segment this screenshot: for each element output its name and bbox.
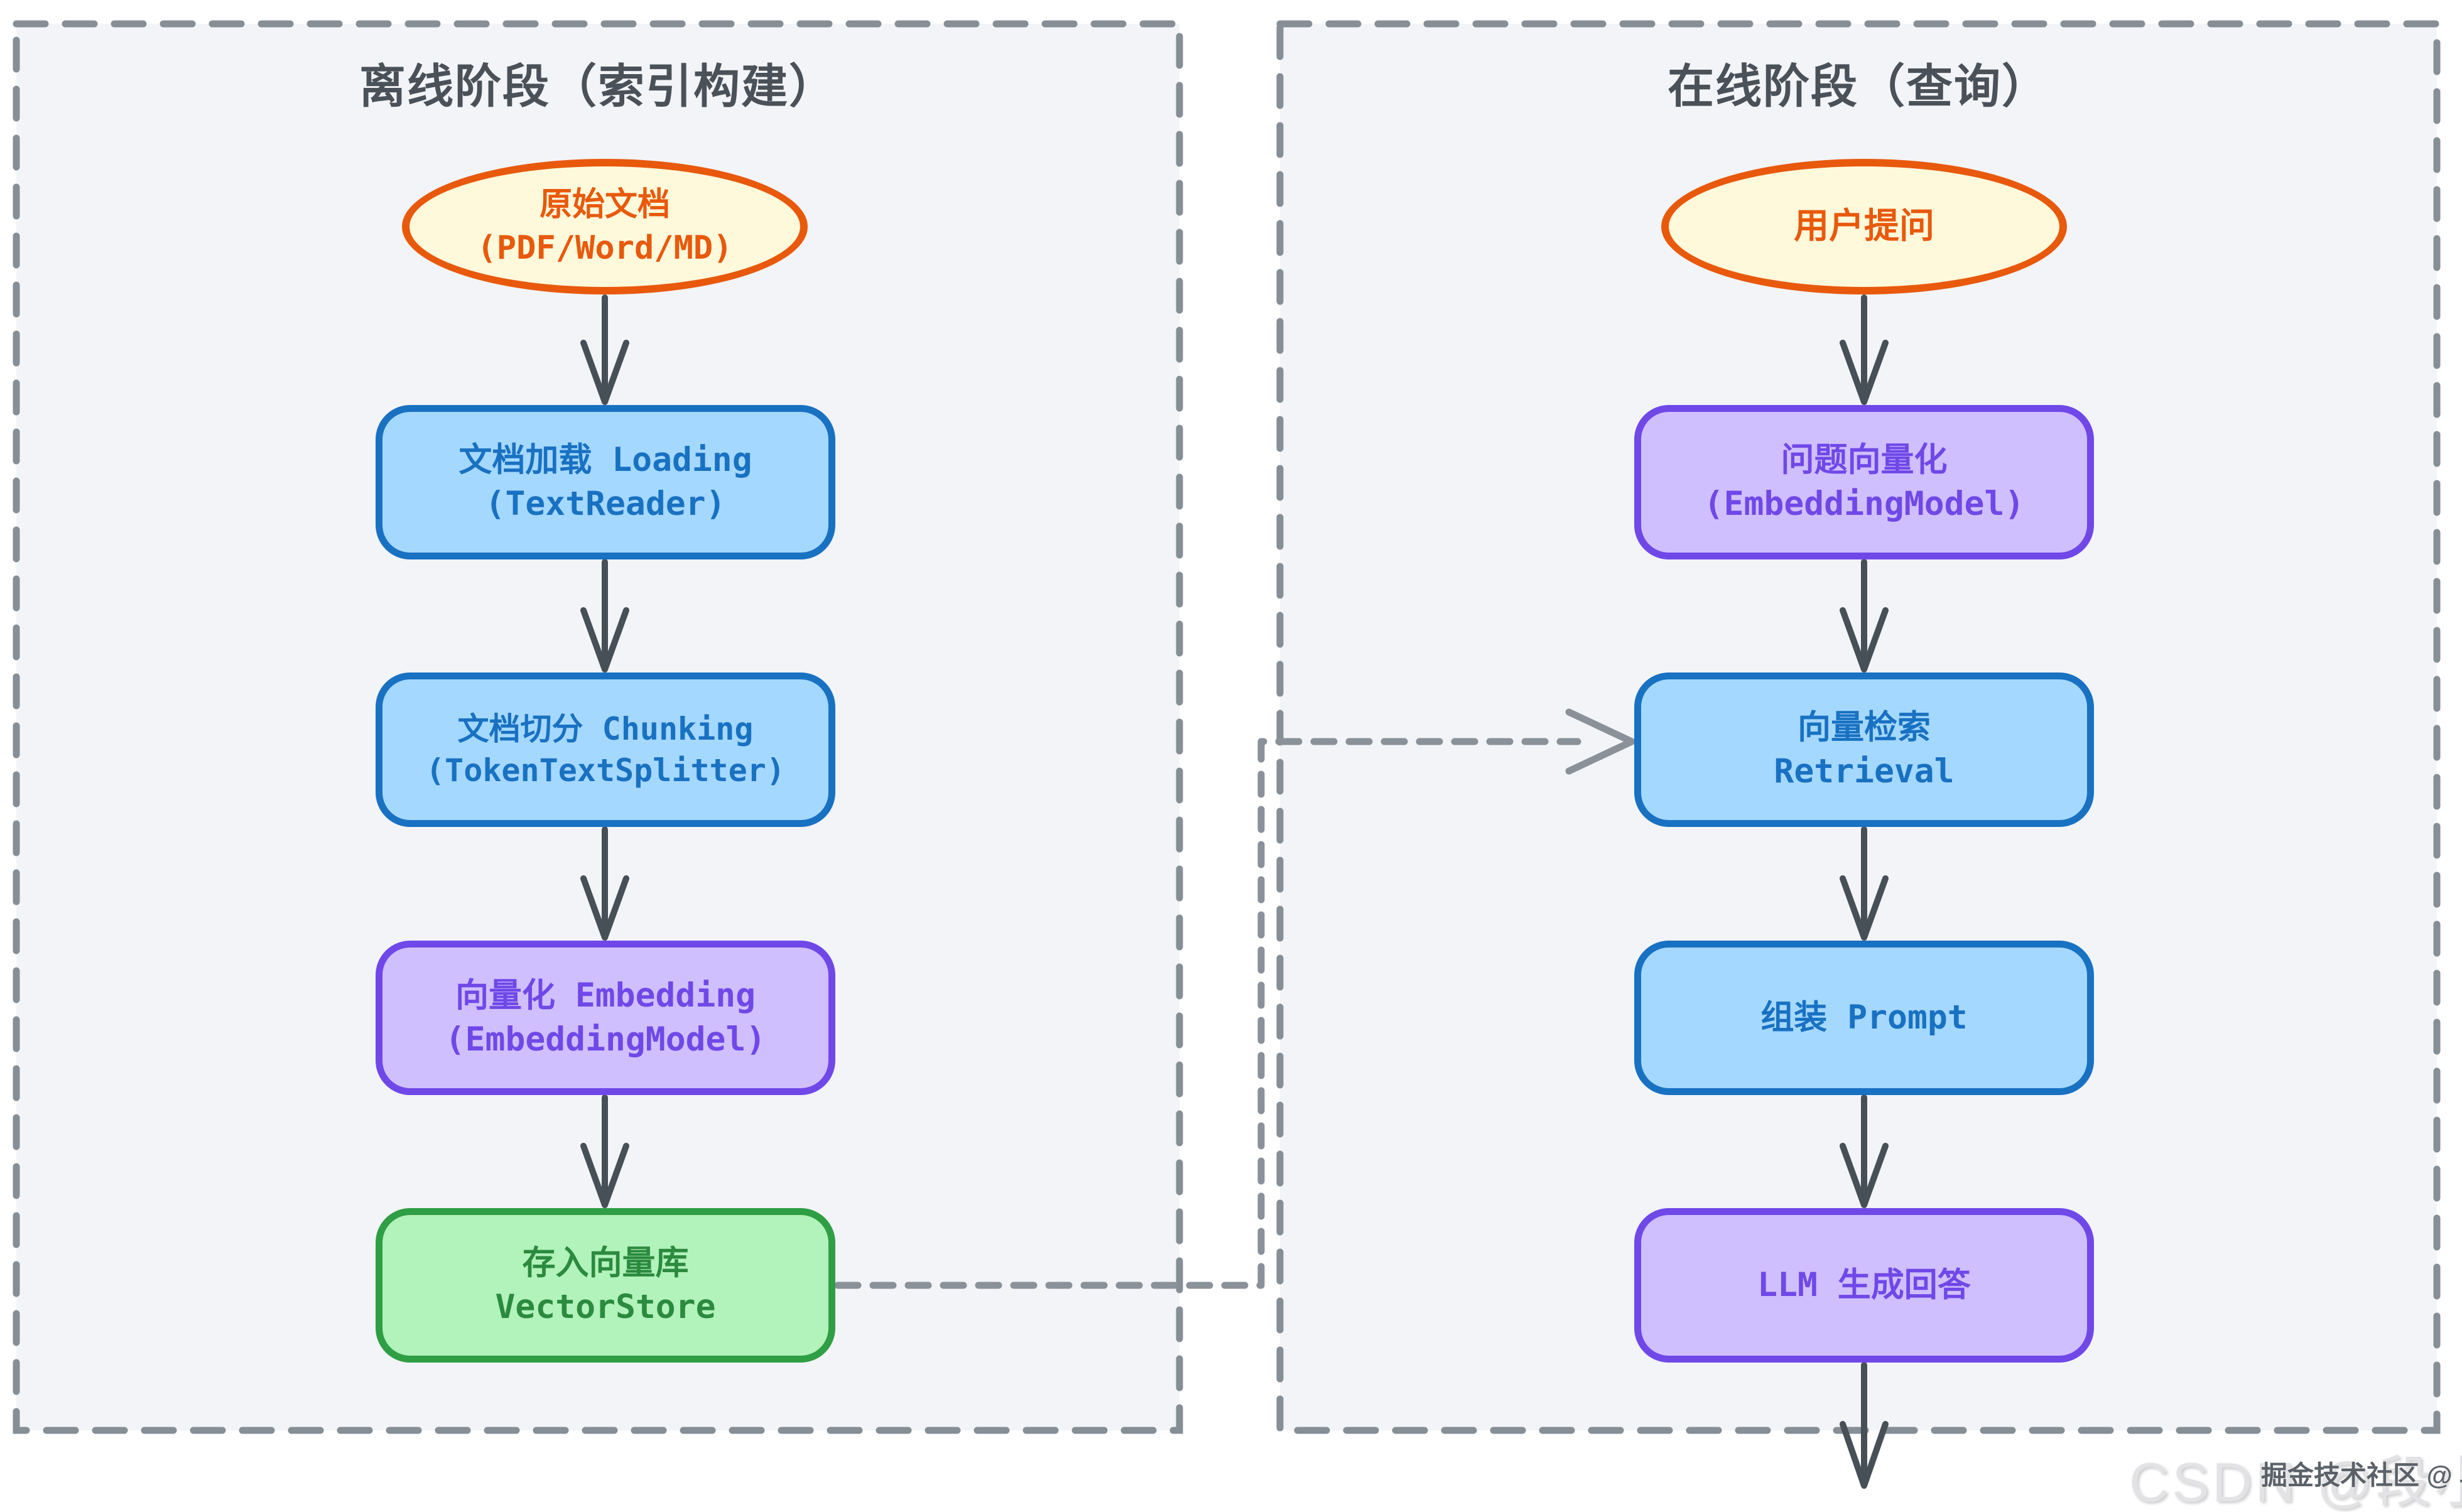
node-question-embedding: 问题向量化 (EmbeddingModel) — [1634, 405, 2094, 559]
node-loading: 文档加载 Loading (TextReader) — [376, 405, 835, 559]
online-flow-arrows — [1840, 294, 1889, 1489]
node-chunking: 文档切分 Chunking (TokenTextSplitter) — [376, 672, 835, 827]
online-panel-title: 在线阶段（查询） — [1668, 60, 2049, 112]
offline-panel-title: 离线阶段（索引构建） — [359, 60, 837, 112]
watermark-juejin: 掘金技术社区 @ 段小二 — [2261, 1461, 2462, 1490]
node-assemble-prompt: 组装 Prompt — [1634, 941, 2094, 1095]
node-retrieval: 向量检索 Retrieval — [1634, 672, 2094, 827]
node-embedding: 向量化 Embedding (EmbeddingModel) — [376, 941, 835, 1095]
node-vector-store: 存入向量库 VectorStore — [376, 1208, 835, 1363]
offline-flow-arrows — [580, 294, 629, 1208]
dashed-arrowhead — [1565, 708, 1635, 775]
node-source-docs: 原始文档 (PDF/Word/MD) — [402, 159, 808, 294]
node-llm-answer: LLM 生成回答 — [1634, 1208, 2094, 1363]
watermark-csdn: CSDN @段小二 — [2129, 1451, 2462, 1512]
vectorstore-to-retrieval-dashed-connector — [834, 708, 1635, 1289]
node-user-question: 用户提问 — [1661, 159, 2067, 294]
